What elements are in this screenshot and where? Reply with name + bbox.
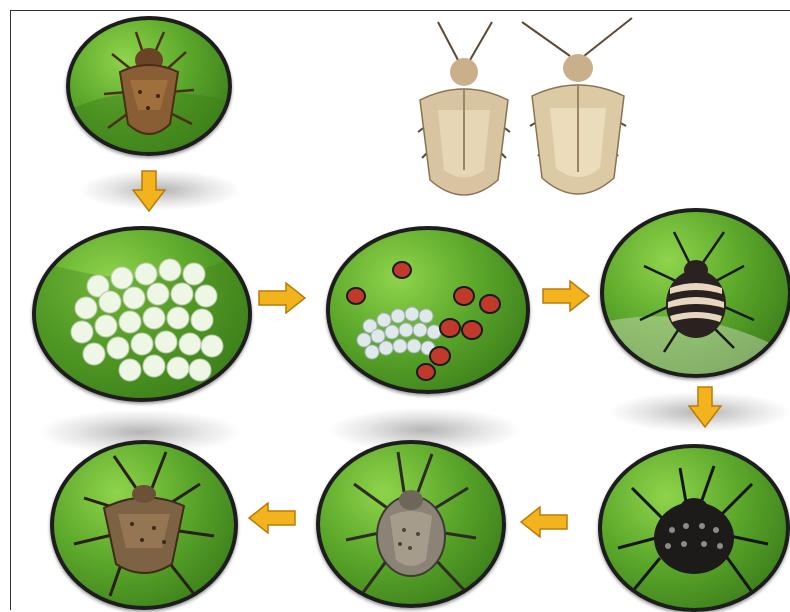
arrow-down-adult-to-eggs	[132, 170, 166, 212]
stage-fifth-instar	[50, 440, 238, 610]
nymph-icon	[604, 212, 788, 374]
nymph-icon	[602, 448, 786, 608]
stage-second-instar	[600, 208, 790, 378]
bug-ventral-icon	[518, 16, 638, 206]
nymph-icon	[320, 444, 502, 604]
specimen-male-ventral	[408, 20, 520, 206]
arrow-right-eggs-to-instar1	[258, 282, 306, 314]
nymph-icon	[54, 444, 234, 606]
stage-first-instar	[326, 226, 530, 394]
bug-ventral-icon	[408, 20, 520, 206]
stage-third-instar	[598, 444, 790, 612]
egg-cluster-icon	[36, 230, 248, 398]
stage-fourth-instar	[316, 440, 506, 608]
hatchling-nymphs-icon	[330, 230, 526, 390]
specimen-female-ventral	[518, 16, 638, 206]
arrow-right-instar1-to-instar2	[542, 280, 590, 312]
adult-bug-icon	[70, 20, 228, 152]
arrow-left-instar3-to-instar4	[520, 506, 568, 538]
arrow-left-instar4-to-instar5	[248, 502, 296, 534]
arrow-down-instar2-to-instar3	[688, 386, 722, 428]
stage-adult	[66, 16, 232, 156]
stage-eggs	[32, 226, 252, 402]
